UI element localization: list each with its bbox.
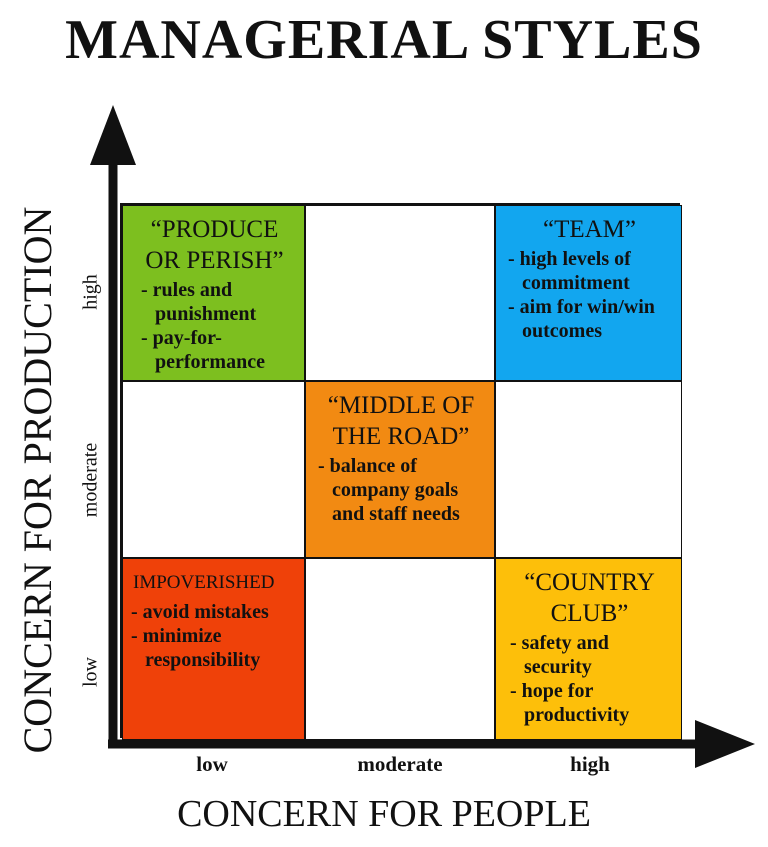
cell-empty [305, 558, 495, 740]
style-point: aim for win/win outcomes [508, 295, 675, 343]
cell-middle-of-the-road: “MIDDLE OF THE ROAD” balance of company … [305, 381, 495, 558]
style-point: hope for productivity [510, 679, 675, 727]
style-grid: “PRODUCE OR PERISH” rules and punishment… [120, 203, 682, 740]
style-point: minimize responsibility [131, 624, 298, 672]
cell-produce-or-perish: “PRODUCE OR PERISH” rules and punishment… [122, 205, 305, 381]
y-tick-low: low [79, 657, 102, 687]
cell-empty [305, 205, 495, 381]
cell-team: “TEAM” high levels of commitment aim for… [495, 205, 682, 381]
style-name: “PRODUCE OR PERISH” [145, 216, 284, 274]
page-title: MANAGERIAL STYLES [65, 9, 703, 71]
style-point: high levels of commitment [508, 247, 675, 295]
style-point: balance of company goals and staff needs [318, 454, 488, 526]
y-tick-high: high [79, 274, 102, 310]
x-axis-arrowhead [695, 720, 755, 768]
cell-empty [122, 381, 305, 558]
y-axis-arrowhead [90, 105, 136, 165]
y-tick-moderate: moderate [79, 442, 102, 518]
x-axis-label: CONCERN FOR PEOPLE [177, 793, 591, 835]
style-point: avoid mistakes [131, 600, 298, 624]
style-point: safety and security [510, 631, 675, 679]
style-name: “COUNTRY CLUB” [524, 569, 655, 627]
style-point: pay-for-performance [141, 326, 298, 374]
style-name: “MIDDLE OF THE ROAD” [327, 392, 475, 450]
style-name: “TEAM” [542, 216, 637, 243]
cell-impoverished: IMPOVERISHED avoid mistakes minimize res… [122, 558, 305, 740]
y-axis-label: CONCERN FOR PRODUCTION [15, 206, 60, 754]
x-tick-high: high [570, 752, 610, 776]
cell-country-club: “COUNTRY CLUB” safety and security hope … [495, 558, 682, 740]
style-point: rules and punishment [141, 278, 298, 326]
style-name: IMPOVERISHED [133, 572, 275, 593]
cell-empty [495, 381, 682, 558]
x-tick-low: low [196, 752, 228, 776]
x-tick-moderate: moderate [357, 752, 443, 776]
